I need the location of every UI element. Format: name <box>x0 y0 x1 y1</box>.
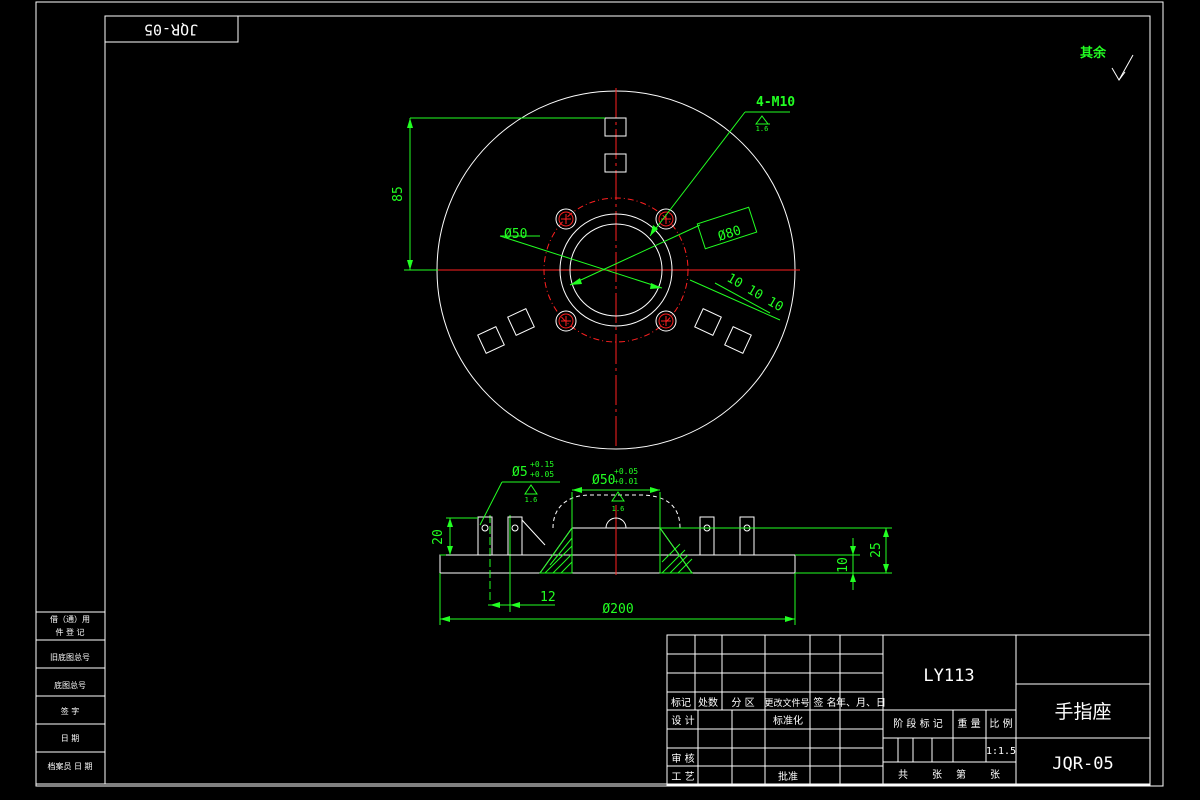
lug <box>699 516 715 556</box>
bolt-hole <box>655 208 677 230</box>
dim-bore-section: Ø50 <box>592 473 615 488</box>
dim-12: 12 <box>540 590 556 605</box>
front-view: 85 Ø50 Ø80 4-M10 1.6 10 10 10 <box>391 88 800 450</box>
tb-process: 工 艺 <box>671 771 694 783</box>
tb-sheet-word2: 张 <box>990 769 1000 781</box>
thread-roughness: 1.6 <box>756 125 769 133</box>
tb-col-sign: 签 名 <box>813 696 836 709</box>
code-box <box>104 15 239 43</box>
bolt-hole <box>555 310 577 332</box>
dim-bolt-circle: Ø80 <box>716 223 743 245</box>
side-table-row-1: 件 登 记 <box>55 627 84 637</box>
lug <box>477 516 493 556</box>
tb-ratio: 比 例 <box>989 717 1012 730</box>
side-table-row-2: 旧底图总号 <box>50 652 90 662</box>
tb-drawing-no: JQR-05 <box>1052 754 1113 774</box>
tb-part-name: 手指座 <box>1054 701 1111 723</box>
thread-label: 4-M10 <box>756 95 795 110</box>
dim-200: Ø200 <box>602 602 633 617</box>
dim-25: 25 <box>869 542 884 558</box>
base-plate <box>439 554 796 574</box>
slot <box>724 326 752 354</box>
tb-scale: 1:1.5 <box>986 746 1016 757</box>
slot <box>507 308 535 336</box>
tb-standardize: 标准化 <box>773 714 803 727</box>
tb-col-zone: 分 区 <box>731 697 754 709</box>
inner-ring-bore <box>569 223 663 317</box>
tb-material: LY113 <box>923 666 974 686</box>
tb-design: 设 计 <box>671 714 694 727</box>
side-table-row-6: 档案员 日 期 <box>47 761 92 771</box>
dim-bore-lower: +0.01 <box>614 477 638 486</box>
tb-stage-mark: 阶 段 标 记 <box>893 717 943 730</box>
side-table-row-3: 底图总号 <box>54 680 86 690</box>
tb-weight: 重 量 <box>957 717 980 730</box>
side-table: 借（通）用 件 登 记 旧底图总号 底图总号 签 字 日 期 档案员 日 期 <box>35 611 106 785</box>
tb-col-count: 处数 <box>698 696 718 709</box>
inner-frame <box>104 15 1151 785</box>
slot <box>477 326 505 354</box>
dim-small-hole: Ø5 <box>512 465 528 480</box>
lug <box>739 516 755 556</box>
dim-box-80 <box>696 206 758 250</box>
dim-20: 20 <box>431 529 446 545</box>
side-table-row-0: 借（通）用 <box>50 614 90 624</box>
dim-bore-front: Ø50 <box>504 227 527 242</box>
roughness-symbol-icon <box>1111 54 1134 82</box>
slot <box>604 117 627 137</box>
slot <box>604 153 627 173</box>
tb-col-date: 年、月、日 <box>836 696 886 709</box>
side-table-row-4: 签 字 <box>61 706 80 716</box>
outer-frame <box>35 1 1164 787</box>
bolt-hole <box>555 208 577 230</box>
tb-sheets-word: 张 <box>932 769 942 781</box>
dim-bore-upper: +0.05 <box>614 467 638 476</box>
small-hole-roughness: 1.6 <box>525 496 538 504</box>
tb-review: 审 核 <box>671 752 694 765</box>
side-table-row-5: 日 期 <box>61 734 80 743</box>
dim-85: 85 <box>391 186 406 202</box>
bore-roughness: 1.6 <box>612 505 625 513</box>
surface-note: 其余 <box>1080 45 1107 61</box>
dim-small-hole-upper: +0.15 <box>530 460 554 469</box>
tb-sheets-total: 共 <box>898 769 908 781</box>
lug <box>507 516 523 556</box>
code-box-text: JQR-05 <box>144 21 198 39</box>
dim-small-hole-lower: +0.05 <box>530 470 554 479</box>
bolt-circle <box>543 197 689 343</box>
dim-10: 10 <box>836 557 851 573</box>
tb-sheet-no: 第 <box>956 768 966 781</box>
title-block: 标记 处数 分 区 更改文件号 签 名 年、月、日 设 计 标准化 审 核 工 … <box>666 634 1151 786</box>
tb-approve: 批准 <box>778 770 798 783</box>
slot <box>694 308 722 336</box>
bolt-hole <box>655 310 677 332</box>
tb-col-change: 更改文件号 <box>764 697 809 709</box>
section-view: Ø5 +0.15 +0.05 1.6 Ø50 +0.05 +0.01 1.6 2… <box>431 460 892 625</box>
inner-ring-outer <box>559 213 673 327</box>
tb-col-mark: 标记 <box>671 697 691 709</box>
